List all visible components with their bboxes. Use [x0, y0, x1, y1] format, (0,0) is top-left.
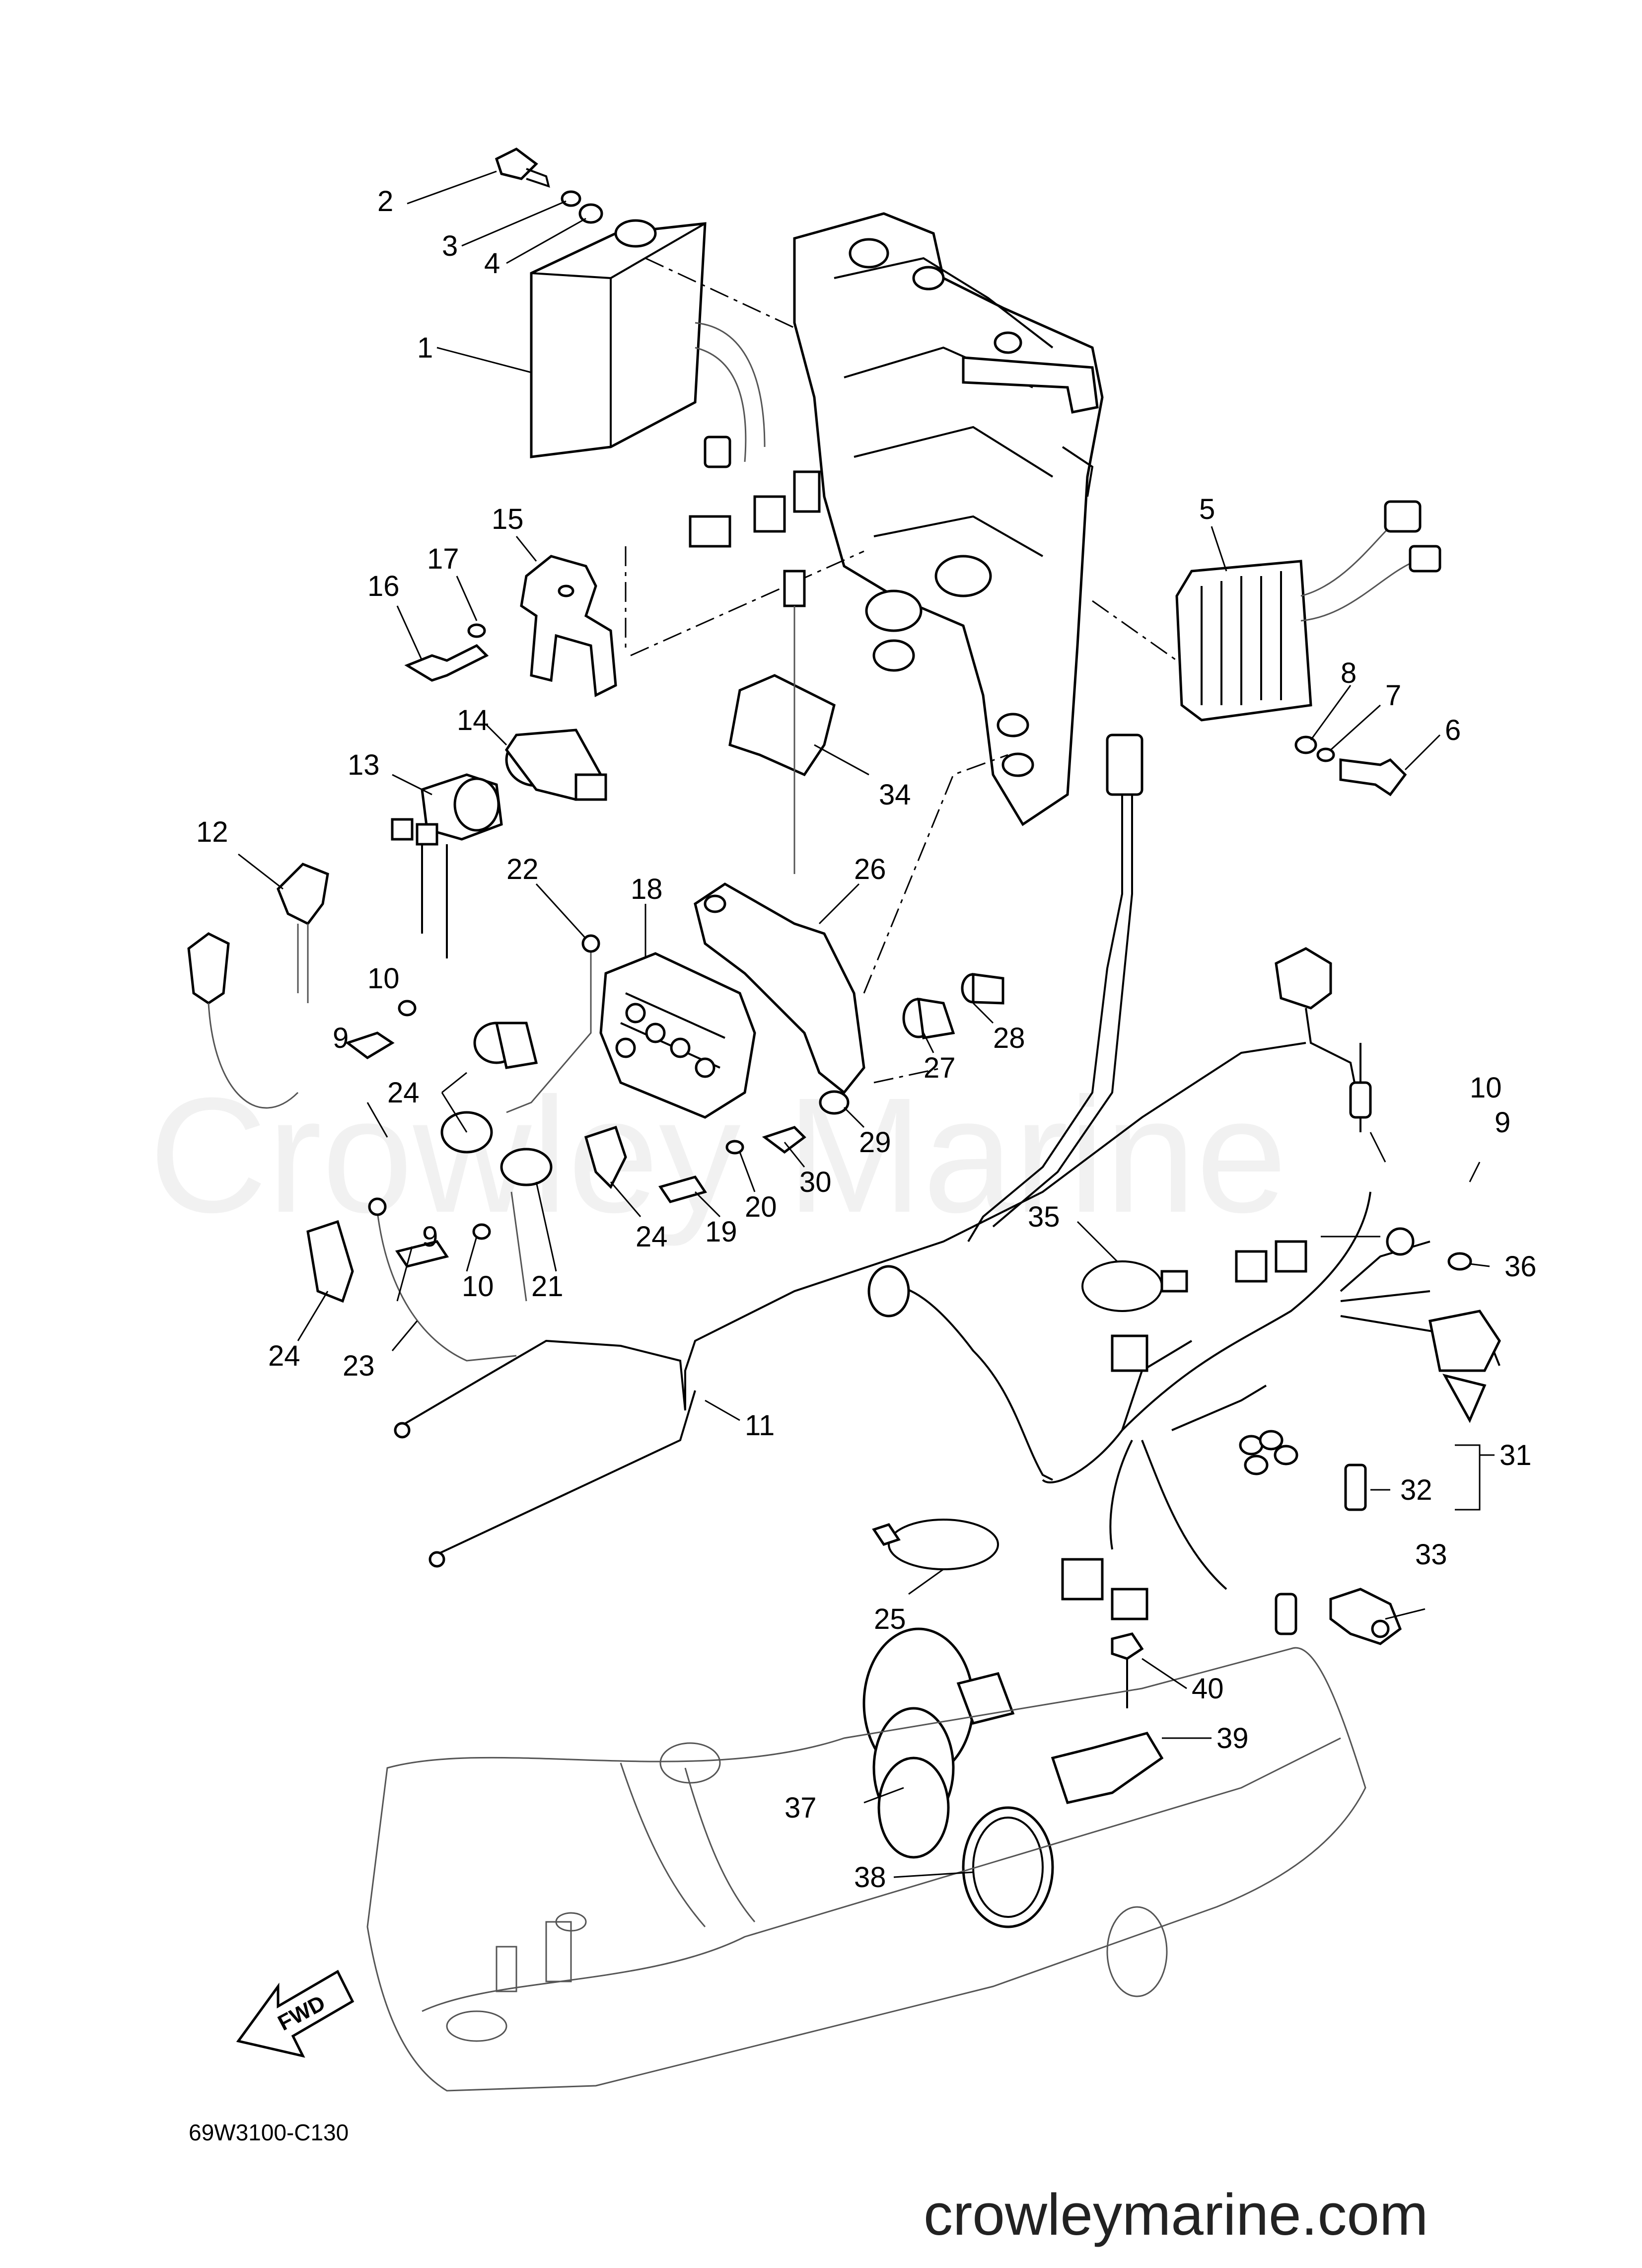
- callout-14: 14: [457, 704, 489, 736]
- callout-30: 30: [799, 1166, 832, 1198]
- callout-36: 36: [1504, 1250, 1537, 1283]
- callout-10-upper-left: 10: [367, 962, 400, 995]
- rectifier-regulator-part-5: [1175, 500, 1441, 722]
- callout-12: 12: [196, 816, 228, 848]
- callout-4: 4: [484, 247, 500, 280]
- bolts-parts-19-20-30: [658, 1126, 806, 1203]
- callout-9-upper-left: 9: [333, 1022, 349, 1054]
- callout-25: 25: [874, 1603, 906, 1635]
- callout-37: 37: [785, 1792, 817, 1824]
- nut-part-36: [1447, 1252, 1472, 1271]
- callout-26: 26: [854, 853, 886, 885]
- cover-part-26: [694, 882, 865, 1095]
- fuse-part-32: [1344, 1463, 1367, 1511]
- holder-part-33: [1329, 1588, 1402, 1645]
- callout-10-lower-left: 10: [462, 1270, 494, 1303]
- bolts-washers-parts-9-10: [345, 1000, 491, 1268]
- cap-part-12: [187, 863, 329, 1109]
- clamp-part-21: [500, 1148, 553, 1186]
- caps-part-24: [306, 1022, 627, 1303]
- leader-lines: [238, 170, 1495, 1878]
- cdi-unit-part-1: [530, 219, 821, 548]
- bolt-washers-parts-6-8: [1294, 735, 1407, 797]
- callout-5: 5: [1199, 493, 1215, 525]
- callout-40: 40: [1192, 1673, 1224, 1705]
- callout-34: 34: [879, 779, 911, 811]
- cable-lead-drawing: [967, 733, 1356, 1243]
- terminal-block-part-18: [599, 952, 756, 1119]
- lead-wire-part-22: [506, 934, 600, 1113]
- callout-35: 35: [1028, 1201, 1060, 1233]
- callout-38: 38: [854, 1861, 886, 1894]
- starter-relay-part-13: [391, 773, 503, 958]
- callout-17: 17: [427, 543, 459, 575]
- callout-10-right: 10: [1470, 1072, 1502, 1104]
- callout-1: 1: [417, 332, 433, 364]
- lead-wire-part-23: [368, 1191, 527, 1362]
- callout-39: 39: [1216, 1722, 1249, 1755]
- callout-23: 23: [343, 1350, 375, 1382]
- screw-washer-parts-16-17: [404, 623, 489, 682]
- callout-15: 15: [492, 503, 524, 535]
- callout-20: 20: [745, 1191, 777, 1223]
- callout-6: 6: [1445, 714, 1461, 746]
- grommet-parts-37-38: [862, 1627, 1054, 1928]
- holder-part-14: [504, 729, 607, 801]
- callout-13: 13: [348, 749, 380, 781]
- screw-part-40: [1111, 1632, 1144, 1708]
- callout-18: 18: [631, 873, 663, 905]
- callout-33: 33: [1415, 1538, 1447, 1571]
- callout-16: 16: [367, 570, 400, 602]
- callout-27: 27: [924, 1052, 956, 1084]
- band-part-35: [1081, 1260, 1188, 1312]
- grommet-collar-parts-27-28: [902, 973, 1004, 1039]
- callout-9-lower-left: 9: [422, 1221, 438, 1253]
- engine-bracket-drawing: [793, 212, 1104, 826]
- callout-24-bottom: 24: [268, 1340, 300, 1372]
- callout-29: 29: [859, 1126, 891, 1159]
- tie-part-34: [728, 570, 836, 874]
- band-part-25: [872, 1519, 999, 1570]
- washer-part-29: [819, 1090, 850, 1115]
- callout-11: 11: [745, 1409, 775, 1442]
- bracket-part-15: [520, 555, 617, 697]
- callout-21: 21: [531, 1270, 564, 1303]
- website-url: crowleymarine.com: [924, 2182, 1428, 2248]
- callout-labels: 2 3 4 1 5 6 7 8 15 17 16 14 13 12 22 18 …: [196, 185, 1537, 1894]
- callout-24-left: 24: [387, 1077, 420, 1109]
- callout-24-middle: 24: [636, 1221, 668, 1253]
- diagram-code: 69W3100-C130: [189, 2120, 349, 2145]
- callout-19: 19: [705, 1216, 737, 1248]
- callout-31: 31: [1499, 1439, 1532, 1471]
- callout-2: 2: [377, 185, 393, 218]
- wire-harness-part-31: [867, 1043, 1501, 1635]
- callout-9-right: 9: [1495, 1106, 1510, 1139]
- bolt-washers-parts-2-4: [495, 147, 603, 224]
- plate-part-39: [1051, 1732, 1164, 1804]
- callout-28: 28: [993, 1022, 1025, 1054]
- callout-22: 22: [506, 853, 539, 885]
- bottom-cowling-drawing: [366, 1647, 1366, 2092]
- fwd-arrow-icon: FWD: [236, 1970, 355, 2058]
- callout-32: 32: [1400, 1474, 1432, 1506]
- callout-8: 8: [1341, 657, 1356, 689]
- battery-cable-part-11: [394, 1042, 1306, 1568]
- callout-3: 3: [442, 230, 458, 262]
- callout-7: 7: [1385, 679, 1401, 712]
